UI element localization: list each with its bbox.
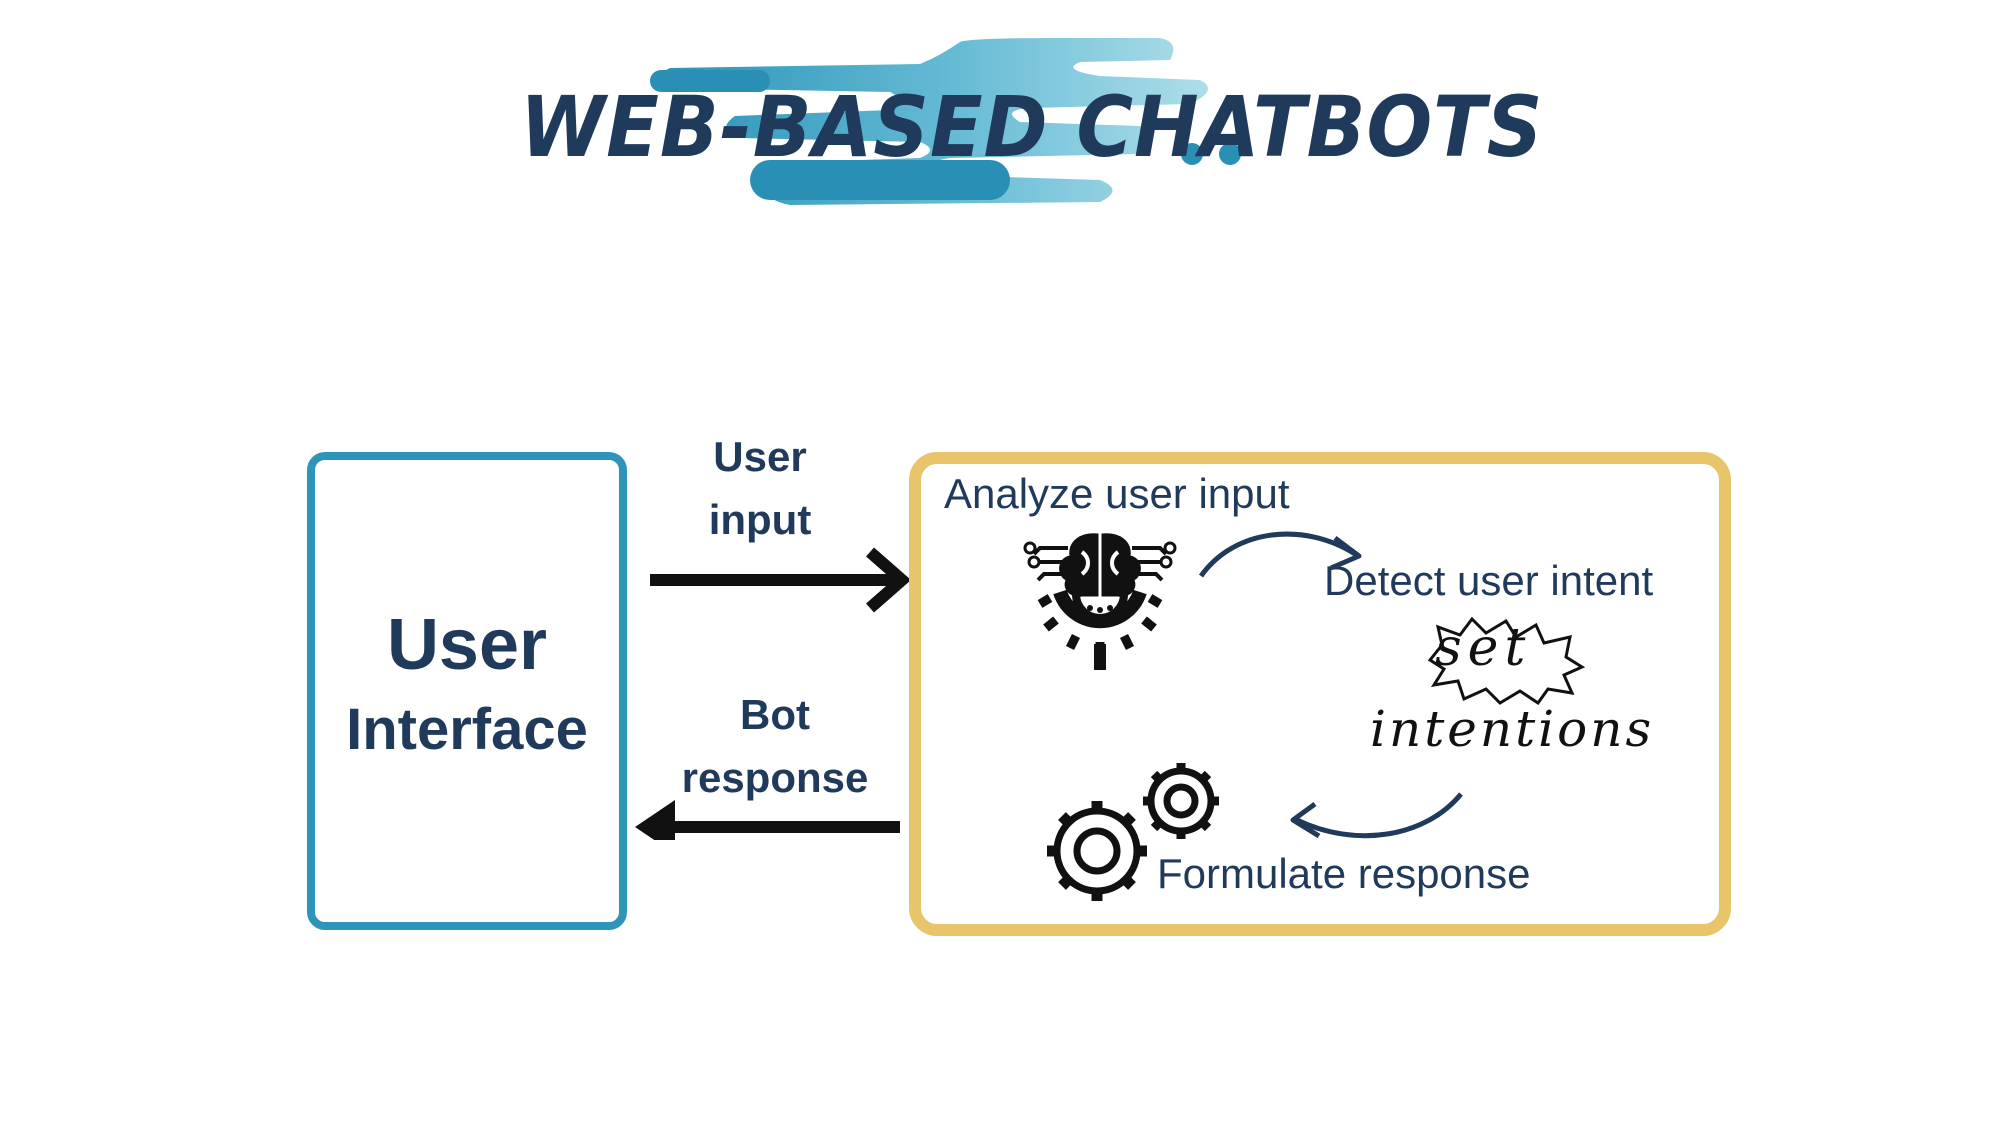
brain-gear-icon — [1023, 533, 1177, 670]
curved-arrow-icon — [1290, 792, 1463, 839]
bot-response-label: Bot response — [670, 683, 880, 809]
user-input-arrow — [650, 547, 912, 613]
set-word: set — [1435, 618, 1532, 678]
detect-step-label: Detect user intent — [1324, 557, 1654, 604]
bot-response-line1: Bot — [740, 691, 810, 738]
user-interface-box: User Interface — [307, 452, 627, 930]
intentions-word: intentions — [1370, 700, 1655, 758]
user-interface-line1: User — [386, 605, 548, 685]
bot-response-line2: response — [681, 754, 869, 801]
user-interface-label: User Interface — [315, 600, 619, 767]
title-splash — [650, 38, 1241, 205]
title-banner: WEB-BASED CHATBOTS — [500, 30, 1542, 220]
formulate-step-label: Formulate response — [1157, 850, 1531, 897]
processing-box — [909, 452, 1731, 936]
user-input-line1: User — [713, 433, 807, 480]
bot-response-arrow — [635, 800, 900, 840]
flow-arrows — [635, 547, 912, 840]
user-input-line2: input — [708, 496, 812, 543]
analyze-step-label: Analyze user input — [944, 470, 1290, 517]
curved-arrow-icon — [1198, 531, 1362, 578]
set-starburst-icon — [1427, 616, 1586, 705]
user-interface-line2: Interface — [346, 697, 588, 762]
user-input-label: User input — [680, 425, 840, 551]
page-title: WEB-BASED CHATBOTS — [520, 78, 1544, 176]
gears-icon — [1047, 763, 1219, 901]
